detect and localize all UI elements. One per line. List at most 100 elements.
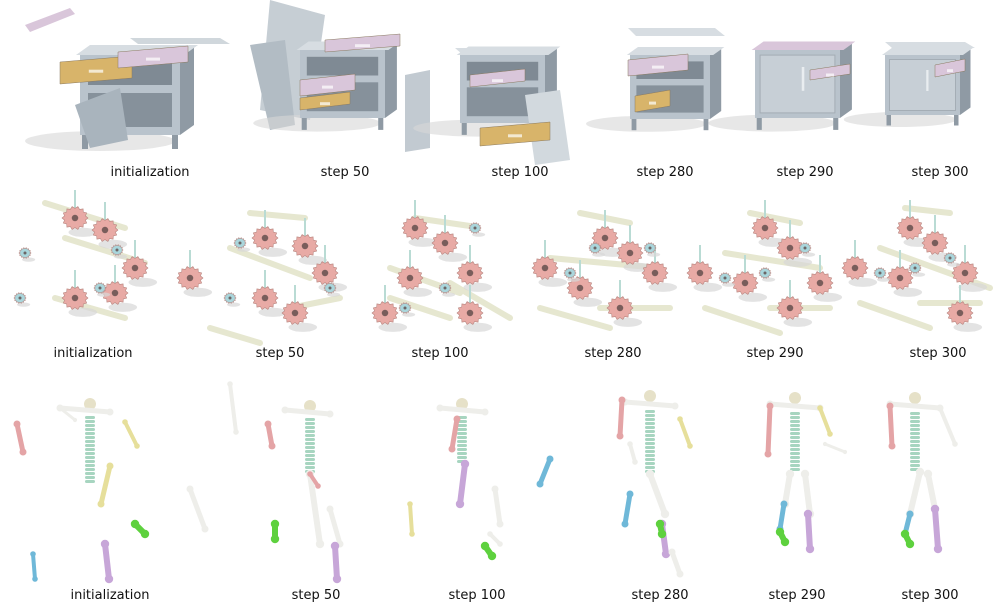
bone-joint [668, 548, 676, 556]
cabinet-leg [886, 115, 891, 126]
bone-joint [30, 551, 36, 557]
vertebra [457, 456, 467, 459]
skull [84, 398, 96, 410]
rod [702, 305, 783, 336]
rod [447, 280, 513, 321]
gear-axle [186, 274, 194, 282]
vertebra [910, 436, 920, 439]
rod [387, 295, 453, 321]
cabinet-top [751, 41, 856, 50]
gear-axle [101, 226, 109, 234]
vertebra [645, 454, 655, 457]
bone-joint [933, 544, 943, 554]
vertebra [305, 426, 315, 429]
vertebra [790, 452, 800, 455]
gears-render [686, 200, 843, 336]
vertebra [645, 430, 655, 433]
bone-joint [805, 544, 815, 554]
vertebra [85, 420, 95, 423]
shadow [97, 292, 111, 297]
gear-axle [441, 239, 449, 247]
bone-joint [497, 541, 503, 547]
bone-joint [657, 529, 667, 539]
bone-joint [97, 500, 105, 508]
bone-joint [775, 527, 785, 537]
gear-axle [786, 304, 794, 312]
leg-bone [408, 502, 414, 536]
cabinet-leg [378, 118, 384, 130]
nightstand-render [25, 8, 230, 151]
bone-joint [937, 405, 943, 411]
bone-joint [140, 529, 150, 539]
shadow [693, 282, 723, 292]
clavicle [57, 405, 113, 415]
bone-joint [281, 406, 289, 414]
floating-top [455, 48, 550, 54]
vertebra [910, 464, 920, 467]
bone-joint [766, 402, 774, 410]
bone-joint [764, 450, 772, 458]
cabinet-leg [954, 115, 959, 126]
shadow [237, 247, 251, 252]
vertebra [790, 460, 800, 463]
gear-axle [616, 304, 624, 312]
nightstand-cell [400, 0, 600, 165]
bone-joint [32, 576, 38, 582]
gear-axle [466, 269, 474, 277]
bone-joint [952, 441, 958, 447]
leg-bone [327, 506, 343, 547]
vertebra [85, 464, 95, 467]
caption: step 290 [768, 588, 826, 603]
vertebra [457, 436, 467, 439]
drawer-handle [649, 101, 656, 105]
bone-joint [307, 471, 313, 477]
vertebra [790, 428, 800, 431]
cabinet-leg [301, 118, 307, 130]
skeleton-cell [5, 374, 185, 584]
caption: step 100 [448, 588, 506, 603]
cabinet-leg [833, 118, 839, 130]
cabinet-handle [926, 70, 929, 91]
drawer-pink [299, 73, 356, 97]
bone-joint [677, 416, 683, 422]
vertebra [645, 414, 655, 417]
vertebra [910, 420, 920, 423]
skeleton-cell [180, 374, 360, 584]
bone-joint [480, 541, 490, 551]
shadow [592, 252, 606, 257]
vertebra [790, 436, 800, 439]
gear-axle [443, 286, 447, 290]
gear-axle [593, 246, 597, 250]
nightstand-cell [708, 0, 870, 161]
cabinet-door [759, 54, 836, 114]
gear-axle [931, 239, 939, 247]
arm-bone [228, 382, 238, 434]
nightstand-cell [20, 0, 230, 161]
drawer-pink [324, 33, 401, 53]
vertebra [85, 448, 95, 451]
vertebra [457, 424, 467, 427]
gears-cell [170, 188, 350, 346]
skeleton-render [407, 398, 554, 561]
gear-axle [803, 246, 807, 250]
bone-joint [687, 443, 693, 449]
vertebra [645, 442, 655, 445]
leg-bone [932, 506, 941, 552]
shadow [258, 307, 288, 317]
gear-axle [71, 294, 79, 302]
bone-joint [453, 415, 461, 423]
gear-axle [23, 251, 27, 255]
bone-joint [13, 420, 21, 428]
vertebra [910, 444, 920, 447]
bone-joint [496, 520, 504, 528]
gear-axle [878, 271, 882, 275]
vertebra [790, 448, 800, 451]
bone-joint [785, 469, 795, 479]
bone-joint [626, 490, 634, 498]
gear-axle [98, 286, 102, 290]
arm-bone [617, 397, 625, 439]
bone-joint [455, 499, 465, 509]
bone-joint [315, 539, 325, 549]
arm-bone [31, 552, 37, 581]
rod [207, 325, 263, 346]
